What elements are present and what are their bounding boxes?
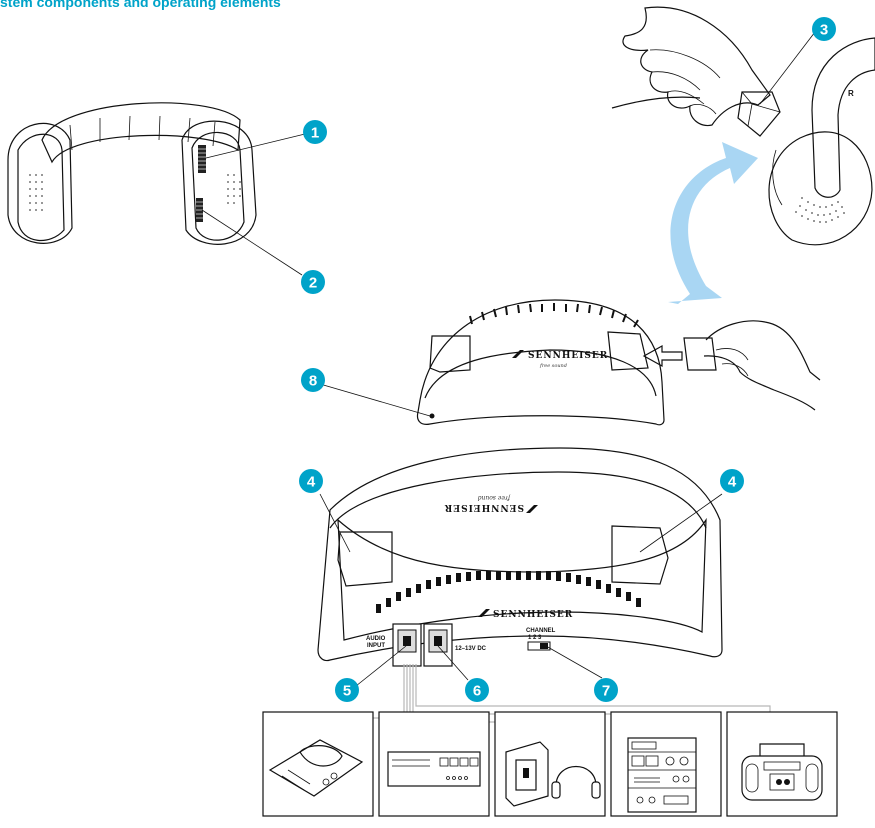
svg-text:7: 7 xyxy=(602,683,610,700)
svg-text:6: 6 xyxy=(473,683,481,700)
audio-input-label-1: AUDIO xyxy=(366,636,386,642)
callout-3: 3 xyxy=(812,17,836,41)
tuner-deck-icon xyxy=(378,711,490,817)
curved-double-arrow xyxy=(668,142,758,304)
callout-5: 5 xyxy=(335,678,359,702)
audio-input-label-2: INPUT xyxy=(367,643,385,649)
svg-text:8: 8 xyxy=(309,373,317,390)
rear-top-brand: SENNHEISER xyxy=(444,502,524,512)
tv-with-headphones-icon xyxy=(494,711,606,817)
channel-numbers: 1 2 3 xyxy=(528,635,542,641)
svg-text:4: 4 xyxy=(728,474,737,491)
front-brand-sub: free sound xyxy=(539,363,567,369)
transmitter-front-view: SENNHEISER free sound xyxy=(416,299,821,426)
svg-text:3: 3 xyxy=(820,22,828,39)
front-brand-label: SENNHEISER xyxy=(528,351,608,361)
page-title: stem components and operating elements xyxy=(0,0,281,10)
portable-cd-player-icon xyxy=(262,711,374,817)
side-label-r: R xyxy=(848,89,854,98)
svg-text:4: 4 xyxy=(307,474,316,491)
dc-input-label: 12–13V DC xyxy=(455,646,487,652)
svg-text:2: 2 xyxy=(309,275,317,292)
rear-top-brand-sub: free sound xyxy=(477,494,511,501)
callout-7: 7 xyxy=(594,678,618,702)
channel-label: CHANNEL xyxy=(526,628,556,634)
rear-front-brand: SENNHEISER xyxy=(493,610,573,620)
transmitter-rear-view: SENNHEISER free sound SENNHEISER AUDIO xyxy=(317,447,723,667)
callout-8: 8 xyxy=(301,368,325,392)
callout-6: 6 xyxy=(465,678,489,702)
callout-2: 2 xyxy=(301,270,325,294)
status-led xyxy=(429,413,435,419)
callout-4-left: 4 xyxy=(299,469,323,493)
boombox-icon xyxy=(726,711,838,817)
callout-4-right: 4 xyxy=(720,469,744,493)
headphones-illustration xyxy=(7,102,257,245)
callout-1: 1 xyxy=(303,120,327,144)
svg-text:1: 1 xyxy=(311,125,319,142)
battery-insertion-illustration: R xyxy=(611,6,875,246)
hifi-stack-icon xyxy=(610,711,722,817)
svg-text:5: 5 xyxy=(343,683,351,700)
